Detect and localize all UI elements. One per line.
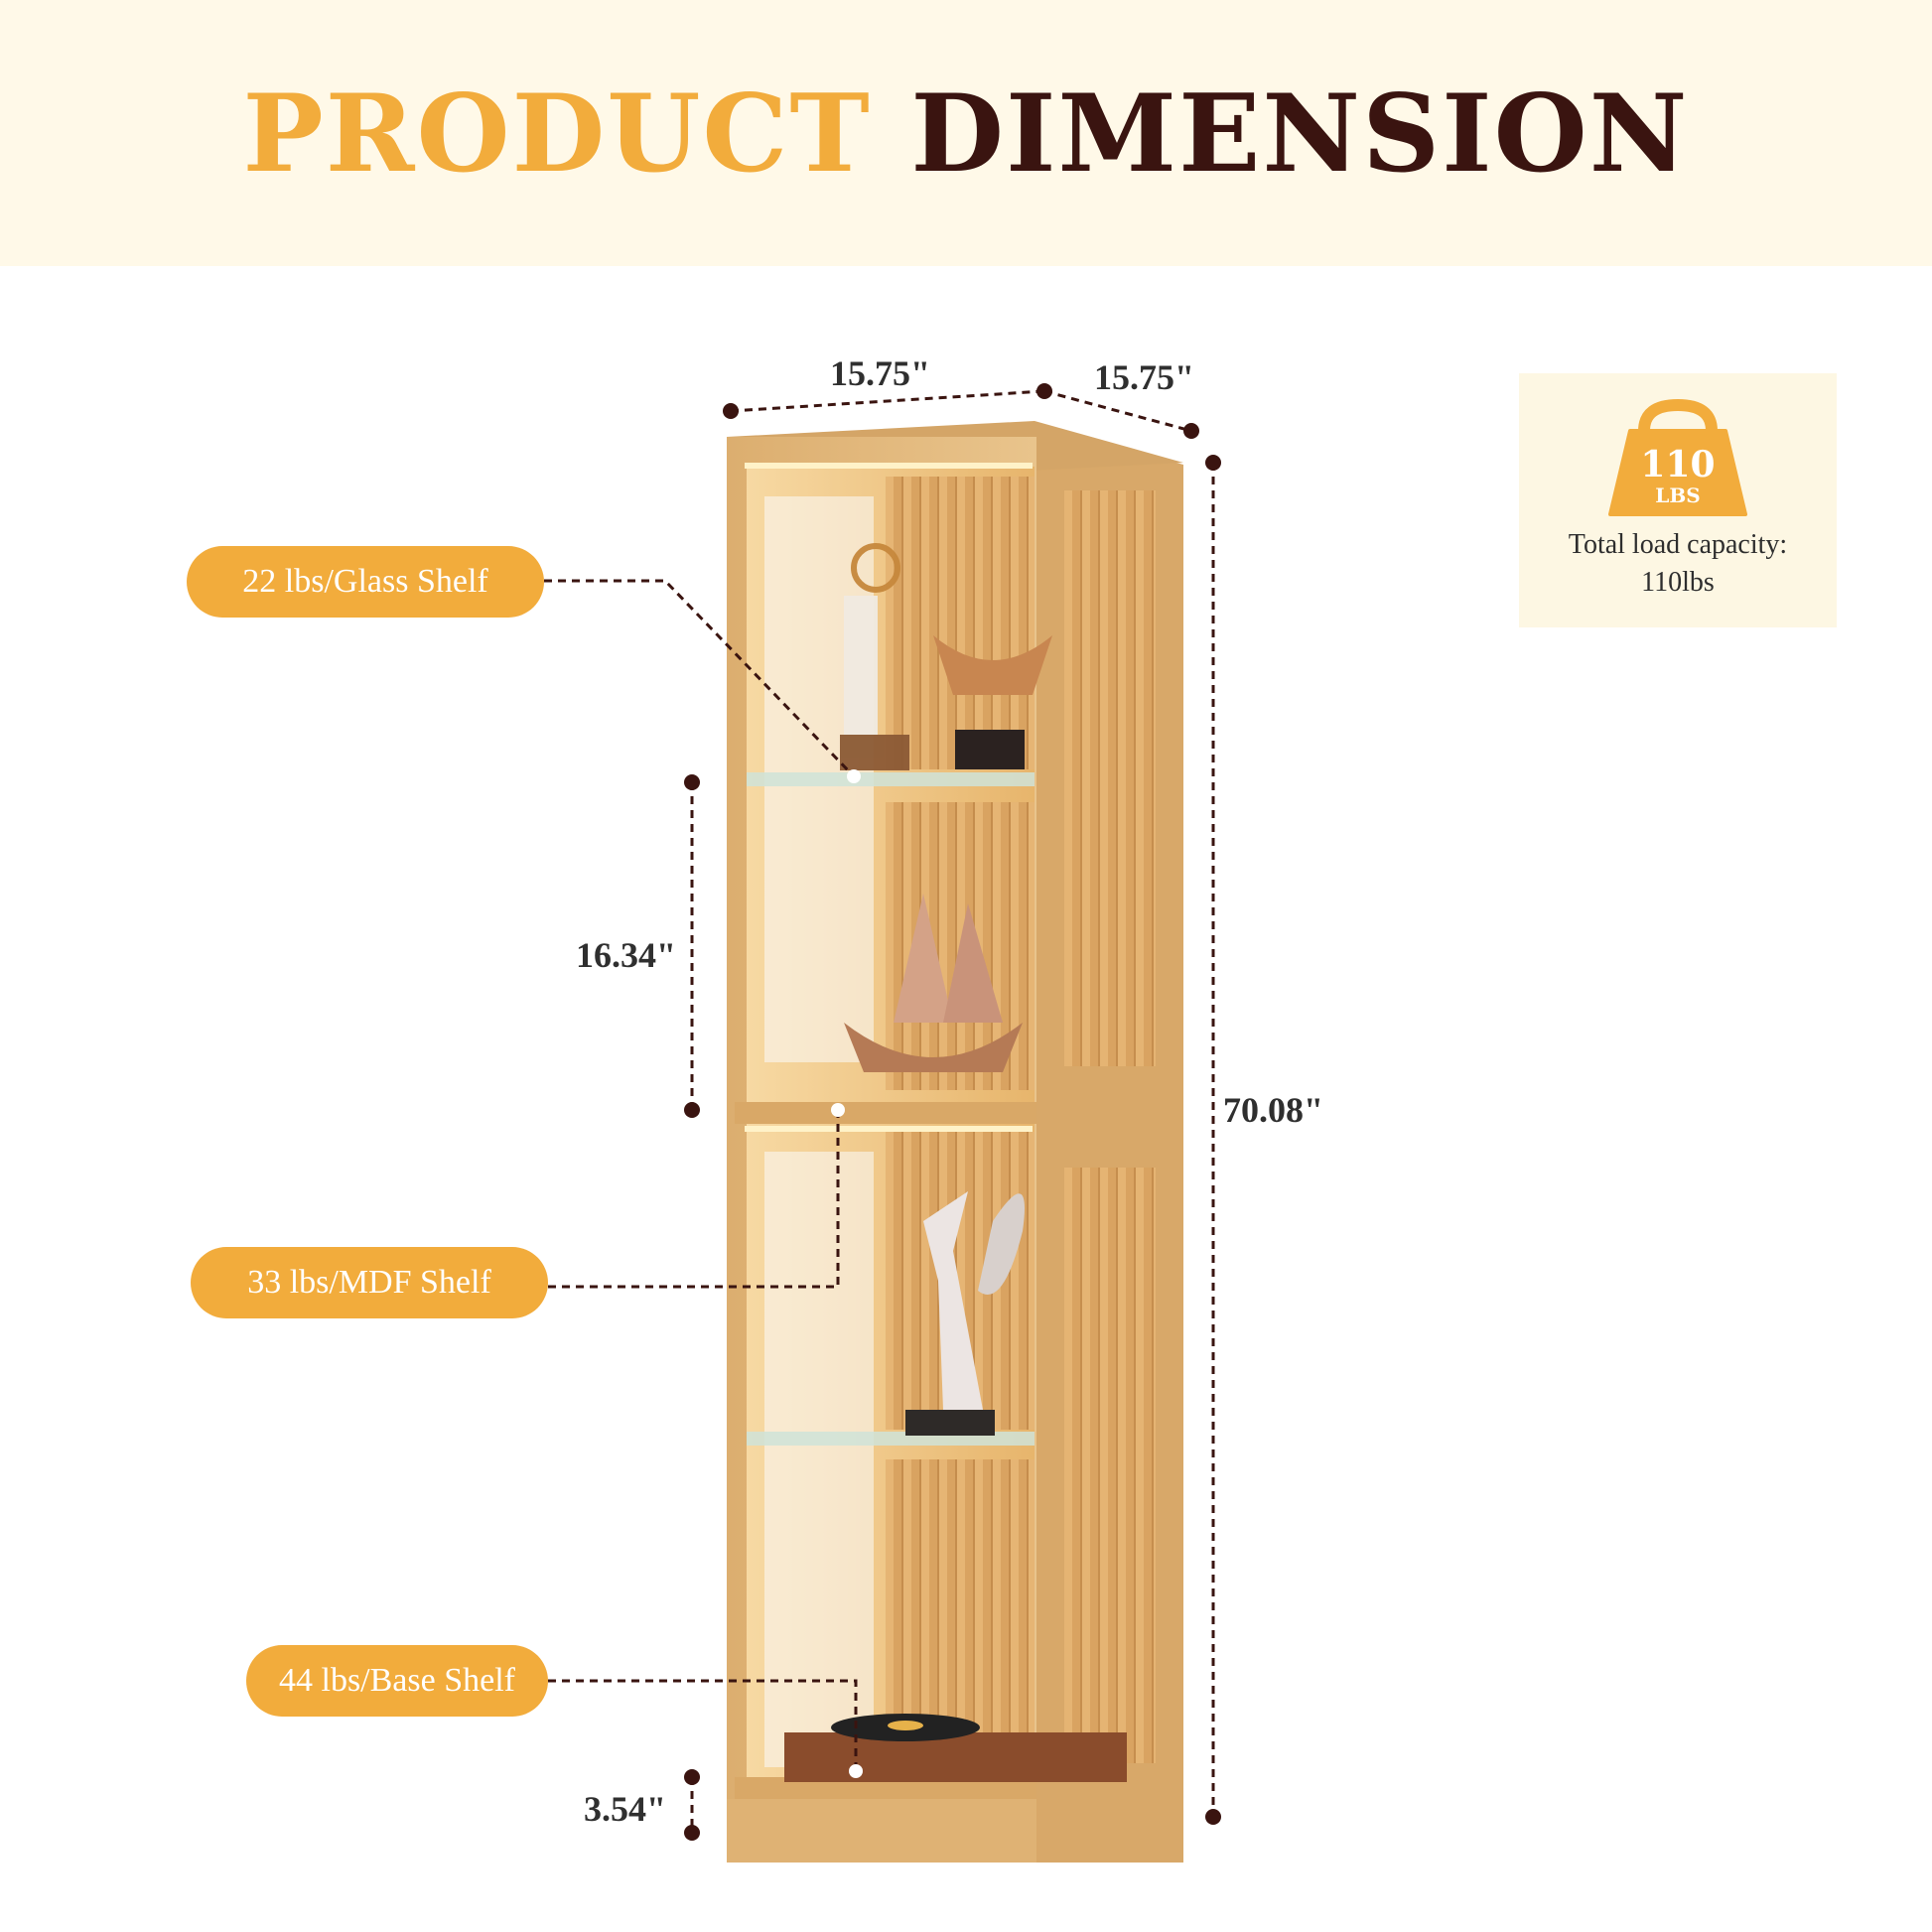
- weight-badge-unit: LBS: [1655, 483, 1701, 507]
- dimension-endpoints: [684, 383, 1221, 1841]
- height-dimension: 70.08": [1223, 1090, 1323, 1130]
- load-caption-line1: Total load capacity:: [1568, 529, 1788, 560]
- glass-shelf-upper: [747, 772, 1035, 786]
- shelf-gap-dimension: 16.34": [576, 935, 676, 975]
- leader-endpoints: [831, 769, 863, 1778]
- glass-door-lower: [764, 1152, 874, 1767]
- title-word-product: PRODUCT: [242, 71, 872, 197]
- load-capacity-box: 110 LBS Total load capacity: 110lbs: [1519, 373, 1837, 627]
- base-shelf-leader: [548, 1679, 858, 1771]
- depth-dimension: 15.75": [1094, 357, 1194, 397]
- led-strip-mid: [745, 1126, 1033, 1132]
- angel-statue: [905, 1191, 1025, 1436]
- mdf-shelf-load-pill: 33 lbs/MDF Shelf: [191, 1247, 548, 1318]
- cabinet-plinth: [727, 1799, 1036, 1863]
- back-slats-upper: [886, 477, 1035, 769]
- base-shelf-load-pill: 44 lbs/Base Shelf: [246, 1645, 548, 1717]
- glass-shelf-load-pill: 22 lbs/Glass Shelf: [187, 546, 544, 618]
- record-player: [784, 1714, 1127, 1782]
- led-strip-top: [745, 463, 1033, 469]
- load-caption-line2: 110lbs: [1641, 567, 1715, 598]
- width-dimension: 15.75": [830, 353, 930, 393]
- page-title: PRODUCT DIMENSION: [0, 69, 1932, 199]
- back-slats-bottom: [886, 1459, 1035, 1757]
- base-shelf: [735, 1777, 1036, 1799]
- weight-icon: [1608, 398, 1747, 516]
- weight-badge-number: 110: [1640, 444, 1716, 485]
- header-banner: [0, 0, 1932, 266]
- trophy-tall: [840, 543, 909, 770]
- ship-model: [844, 894, 1023, 1072]
- load-capacity-caption: Total load capacity: 110lbs: [1519, 526, 1837, 602]
- width-line: [730, 389, 1045, 413]
- trophy-cup: [933, 635, 1052, 769]
- mdf-shelf-leader: [548, 1110, 840, 1289]
- depth-line: [1043, 389, 1192, 433]
- mdf-shelf: [735, 1102, 1036, 1124]
- base-height-dimension: 3.54": [584, 1789, 666, 1829]
- side-window-upper: [1064, 490, 1156, 1066]
- title-word-dimension: DIMENSION: [910, 71, 1690, 197]
- dimension-lines: [544, 389, 1215, 1833]
- side-window-lower: [1064, 1168, 1156, 1763]
